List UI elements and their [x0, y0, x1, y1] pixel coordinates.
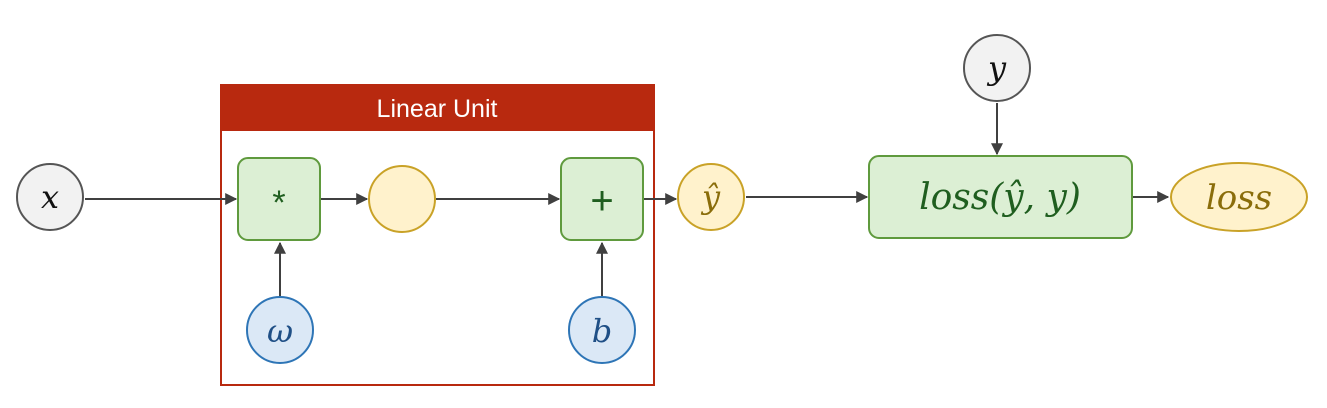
- param-omega: ω: [246, 296, 314, 364]
- op-add-symbol: +: [590, 179, 613, 223]
- node-intermediate: [368, 165, 436, 233]
- node-loss: loss: [1170, 162, 1308, 232]
- linear-unit-title: Linear Unit: [377, 95, 498, 123]
- node-y: y: [963, 34, 1031, 102]
- edges: [85, 103, 1170, 297]
- op-multiply: *: [237, 157, 321, 241]
- node-x-label: x: [41, 178, 59, 216]
- op-loss-fn: loss(ŷ, y): [868, 155, 1133, 239]
- node-y-hat: ŷ: [677, 163, 745, 231]
- op-multiply-symbol: *: [272, 184, 285, 222]
- op-loss-fn-label: loss(ŷ, y): [919, 177, 1081, 218]
- node-y-label: y: [986, 49, 1007, 87]
- node-x: x: [16, 163, 84, 231]
- param-omega-label: ω: [267, 312, 293, 350]
- param-b-label: b: [592, 312, 612, 350]
- linear-unit-header: [221, 85, 654, 131]
- param-b: b: [568, 296, 636, 364]
- node-y-hat-label: ŷ: [700, 178, 721, 216]
- node-loss-label: loss: [1206, 178, 1272, 218]
- op-add: +: [560, 157, 644, 241]
